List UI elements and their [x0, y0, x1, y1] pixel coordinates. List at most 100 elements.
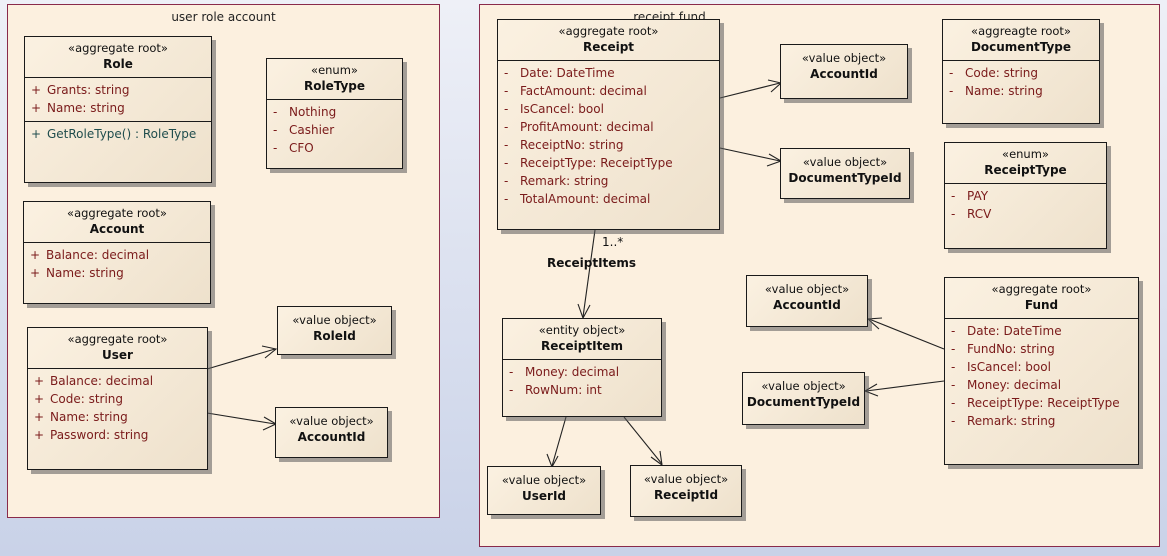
class-roleid[interactable]: «value object» RoleId — [277, 306, 392, 355]
class-receipt-documenttypeid[interactable]: «value object» DocumentTypeId — [780, 148, 910, 199]
class-header: «value object» AccountId — [781, 45, 907, 87]
class-header: «entity object» ReceiptItem — [503, 319, 661, 360]
enum-literal: -PAY — [951, 189, 989, 203]
class-header: «aggregate root» Account — [24, 202, 210, 243]
attributes: -Money: decimal -RowNum: int — [503, 360, 661, 403]
class-name: AccountId — [773, 298, 841, 312]
stereotype: «aggreagte root» — [971, 24, 1071, 38]
attribute: -Date: DateTime — [951, 324, 1062, 338]
stereotype: «enum» — [1002, 147, 1049, 161]
stereotype: «aggregate root» — [68, 41, 168, 55]
stereotype: «aggregate root» — [67, 332, 168, 346]
class-user-accountid[interactable]: «value object» AccountId — [275, 407, 388, 458]
attribute: -Date: DateTime — [504, 66, 615, 80]
stereotype: «value object» — [802, 155, 888, 169]
class-header: «value object» DocumentTypeId — [743, 373, 864, 415]
class-role[interactable]: «aggregate root» Role +Grants: string +N… — [24, 36, 212, 183]
attribute: +Code: string — [34, 392, 124, 406]
attribute: +Name: string — [34, 410, 128, 424]
class-header: «enum» ReceiptType — [945, 143, 1106, 184]
stereotype: «value object» — [801, 51, 887, 65]
class-header: «value object» AccountId — [276, 408, 387, 450]
class-receipt-accountid[interactable]: «value object» AccountId — [780, 44, 908, 99]
class-fund-accountid[interactable]: «value object» AccountId — [746, 275, 868, 327]
association-role-label: ReceiptItems — [547, 256, 637, 270]
stereotype: «value object» — [764, 282, 850, 296]
stereotype: «value object» — [292, 313, 377, 327]
class-name: DocumentTypeId — [746, 395, 861, 409]
stereotype: «entity object» — [538, 323, 626, 337]
class-header: «aggregate root» User — [28, 328, 207, 369]
attributes: -PAY -RCV — [945, 184, 1106, 227]
attribute: -TotalAmount: decimal — [504, 192, 651, 206]
attribute: -Remark: string — [951, 414, 1056, 428]
class-header: «aggreagte root» DocumentType — [943, 20, 1099, 61]
attribute: +Password: string — [34, 428, 149, 442]
package-title: user role account — [171, 10, 276, 24]
multiplicity-label: 1..* — [602, 235, 624, 249]
enum-literal: -Cashier — [273, 123, 335, 137]
class-header: «value object» AccountId — [747, 276, 867, 318]
stereotype: «value object» — [643, 472, 729, 486]
attribute: -Remark: string — [504, 174, 609, 188]
attributes: -Date: DateTime -FactAmount: decimal -Is… — [498, 61, 719, 212]
class-name: UserId — [522, 489, 566, 503]
attribute: -IsCancel: bool — [504, 102, 604, 116]
enum-literal: -RCV — [951, 207, 992, 221]
attribute: -ReceiptType: ReceiptType — [951, 396, 1120, 410]
class-name: AccountId — [297, 430, 366, 444]
class-header: «value object» ReceiptId — [631, 466, 741, 508]
class-name: Fund — [1024, 298, 1059, 312]
stereotype: «aggregate root» — [991, 282, 1092, 296]
stereotype: «value object» — [289, 414, 374, 428]
attribute: -Money: decimal — [509, 365, 620, 379]
class-header: «value object» UserId — [488, 467, 600, 509]
enum-literal: -CFO — [273, 141, 314, 155]
stereotype: «value object» — [761, 379, 846, 393]
class-name: User — [102, 348, 133, 362]
attribute: +Name: string — [31, 101, 125, 115]
class-receipt[interactable]: «aggregate root» Receipt -Date: DateTime… — [497, 19, 720, 230]
class-name: Receipt — [582, 40, 635, 54]
attribute: -ReceiptType: ReceiptType — [504, 156, 673, 170]
class-account[interactable]: «aggregate root» Account +Balance: decim… — [23, 201, 211, 304]
class-name: DocumentTypeId — [788, 171, 902, 185]
operations: +GetRoleType() : RoleType — [25, 121, 211, 147]
class-documenttype[interactable]: «aggreagte root» DocumentType -Code: str… — [942, 19, 1100, 124]
attributes: +Balance: decimal +Code: string +Name: s… — [28, 369, 207, 448]
attributes: +Grants: string +Name: string — [25, 78, 211, 121]
class-receiptid[interactable]: «value object» ReceiptId — [630, 465, 742, 517]
class-name: RoleType — [303, 79, 366, 93]
attributes: -Nothing -Cashier -CFO — [267, 100, 402, 161]
attribute: +Balance: decimal — [30, 248, 150, 262]
class-userid[interactable]: «value object» UserId — [487, 466, 601, 515]
class-name: ReceiptType — [984, 163, 1067, 177]
attribute: -Name: string — [949, 84, 1043, 98]
attribute: -RowNum: int — [509, 383, 602, 397]
class-name: ReceiptItem — [541, 339, 623, 353]
attributes: -Date: DateTime -FundNo: string -IsCance… — [945, 319, 1138, 434]
class-header: «aggregate root» Role — [25, 37, 211, 78]
class-header: «value object» DocumentTypeId — [781, 149, 909, 191]
class-receipttype-enum[interactable]: «enum» ReceiptType -PAY -RCV — [944, 142, 1107, 249]
class-name: DocumentType — [970, 40, 1072, 54]
attribute: +Grants: string — [31, 83, 130, 97]
class-name: Role — [103, 57, 133, 71]
class-user[interactable]: «aggregate root» User +Balance: decimal … — [27, 327, 208, 470]
attributes: -Code: string -Name: string — [943, 61, 1099, 104]
stereotype: «enum» — [311, 63, 358, 77]
attribute: +Balance: decimal — [34, 374, 154, 388]
class-receiptitem[interactable]: «entity object» ReceiptItem -Money: deci… — [502, 318, 662, 417]
class-roletype[interactable]: «enum» RoleType -Nothing -Cashier -CFO — [266, 58, 403, 169]
attribute: -ProfitAmount: decimal — [504, 120, 654, 134]
attribute: -Code: string — [949, 66, 1039, 80]
attribute: -FundNo: string — [951, 342, 1055, 356]
class-fund[interactable]: «aggregate root» Fund -Date: DateTime -F… — [944, 277, 1139, 465]
class-name: Account — [89, 222, 145, 236]
attribute: -IsCancel: bool — [951, 360, 1051, 374]
class-fund-documenttypeid[interactable]: «value object» DocumentTypeId — [742, 372, 865, 425]
attribute: +Name: string — [30, 266, 124, 280]
class-header: «aggregate root» Fund — [945, 278, 1138, 319]
stereotype: «aggregate root» — [67, 206, 167, 220]
operation: +GetRoleType() : RoleType — [31, 127, 197, 141]
